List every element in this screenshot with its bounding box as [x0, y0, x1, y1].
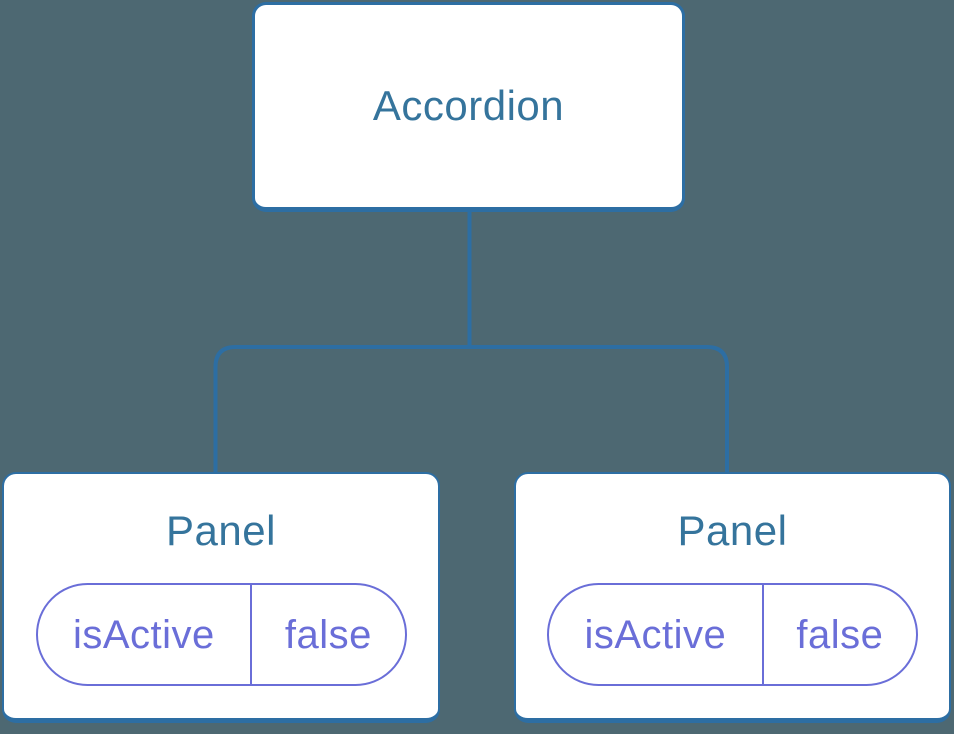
connector-branch	[213, 345, 729, 472]
panel-node-right: Panel isActive false	[514, 472, 951, 723]
accordion-label: Accordion	[372, 82, 565, 129]
state-key-left: isActive	[38, 585, 253, 684]
state-pill-right: isActive false	[547, 583, 918, 686]
state-key-right: isActive	[549, 585, 764, 684]
state-value-right: false	[796, 612, 884, 657]
state-value-left: false	[284, 612, 372, 657]
panel-right-label: Panel	[677, 507, 788, 554]
panel-node-left: Panel isActive false	[2, 472, 440, 723]
state-pill-left: isActive false	[35, 583, 407, 686]
panel-left-label: Panel	[166, 507, 276, 554]
accordion-node: Accordion	[252, 2, 685, 212]
